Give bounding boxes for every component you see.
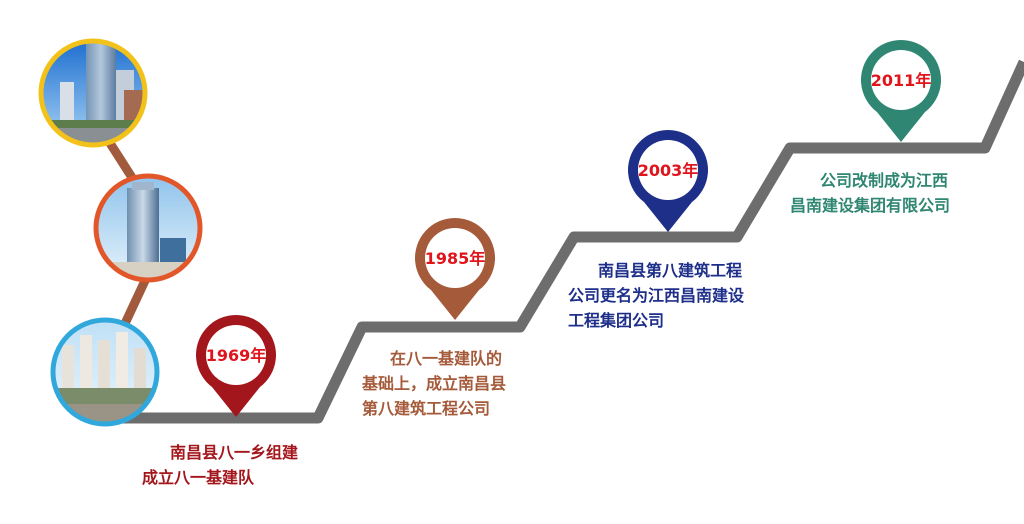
milestone-line: 工程集团公司 <box>568 311 665 330</box>
milestone-text-2011: 公司改制成为江西 昌南建设集团有限公司 <box>790 168 950 218</box>
year-label-2003: 2003年 <box>638 161 699 180</box>
milestone-pin-2011: 2011年 <box>861 39 942 142</box>
milestone-line: 昌南建设集团有限公司 <box>790 196 951 215</box>
milestone-pin-1985: 1985年 <box>415 218 495 320</box>
milestone-text-1969: 南昌县八一乡组建 成立八一基建队 <box>142 440 298 490</box>
milestone-line: 公司更名为江西昌南建设 <box>568 286 745 305</box>
milestone-text-2003: 南昌县第八建筑工程 公司更名为江西昌南建设 工程集团公司 <box>568 258 744 333</box>
timeline-path <box>110 59 1024 424</box>
photo-circle-top <box>38 38 148 148</box>
year-label-2011: 2011年 <box>871 71 932 90</box>
milestone-line: 公司改制成为江西 <box>820 171 949 190</box>
pin-inner-circle <box>871 50 931 110</box>
milestone-text-1985: 在八一基建队的 基础上，成立南昌县 第八建筑工程公司 <box>362 346 506 421</box>
milestone-pin-2003: 2003年 <box>628 130 709 232</box>
milestone-line: 南昌县第八建筑工程 <box>598 261 743 280</box>
year-label-1969: 1969年 <box>206 346 267 365</box>
photo-circle-bottom <box>50 317 160 427</box>
milestone-line: 基础上，成立南昌县 <box>362 374 507 393</box>
photo-circle-middle <box>93 173 203 283</box>
milestone-line: 成立八一基建队 <box>142 468 255 487</box>
milestone-line: 第八建筑工程公司 <box>362 399 491 418</box>
milestone-line: 南昌县八一乡组建 <box>170 443 299 462</box>
milestone-line: 在八一基建队的 <box>390 349 503 368</box>
pin-inner-circle <box>638 140 698 200</box>
milestone-pin-1969: 1969年 <box>196 315 276 417</box>
pin-inner-circle <box>425 228 485 288</box>
year-label-1985: 1985年 <box>425 249 486 268</box>
pin-inner-circle <box>206 325 266 385</box>
